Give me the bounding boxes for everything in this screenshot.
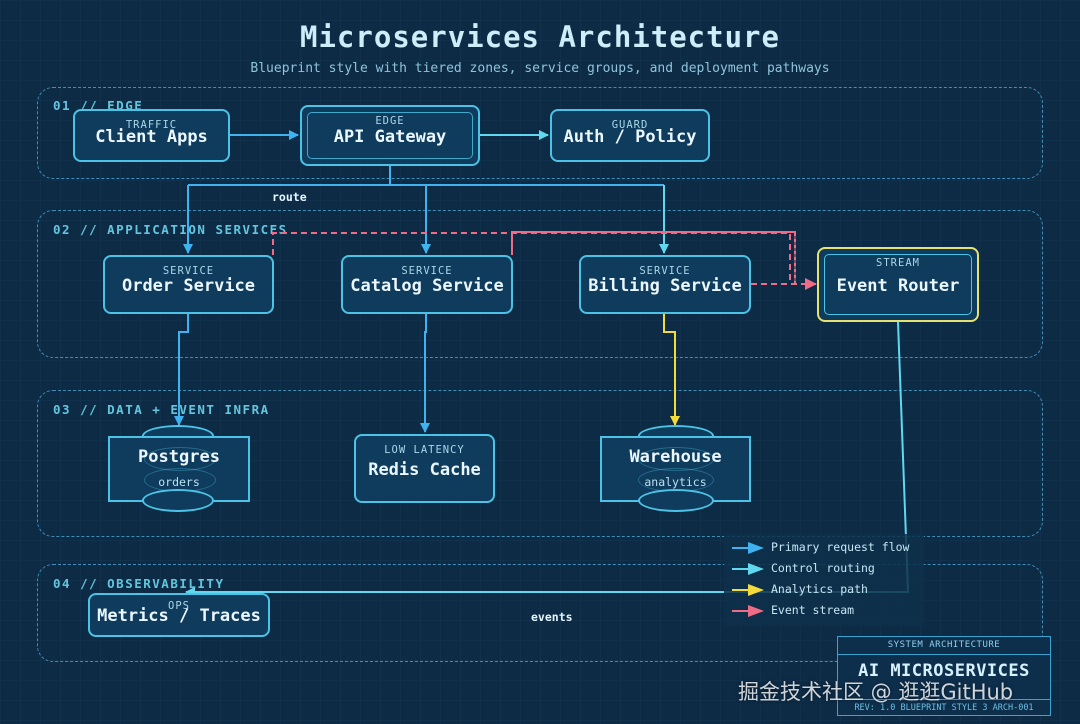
edge-catalog-to-router-event [511,231,796,284]
db-bottom-cap [142,489,214,512]
edge-gateway-route-trunk [188,166,664,186]
zone-application-services [37,210,1043,358]
node-name: Billing Service [588,276,742,296]
title-block-main: AI MICROSERVICES [858,661,1030,681]
zone-label-observability: 04 // OBSERVABILITY [53,576,225,591]
node-name: Order Service [121,276,256,296]
db-sublabel: analytics [644,475,707,489]
node-api-gateway[interactable]: EDGE API Gateway [300,105,480,166]
edge-label-events: events [531,610,573,624]
arrow-icon [732,563,764,575]
zone-edge [37,87,1043,179]
db-bottom-cap [638,489,714,512]
node-redis-cache[interactable]: LOW LATENCY Redis Cache [354,434,495,503]
node-kicker: OPS [168,600,190,612]
node-kicker: SERVICE [639,265,691,277]
node-name: API Gateway [333,127,447,147]
watermark: 掘金技术社区 @ 逛逛GitHub [738,680,1014,704]
legend-item-control: Control routing [724,560,924,578]
node-postgres[interactable]: Postgres orders [108,425,250,513]
node-name: Client Apps [95,127,208,147]
zone-data-infra [37,390,1043,537]
arrow-icon [732,542,764,554]
node-catalog-service[interactable]: SERVICE Catalog Service [341,255,513,314]
node-billing-service[interactable]: SERVICE Billing Service [579,255,751,314]
legend-label: Event stream [771,603,855,617]
node-warehouse[interactable]: Warehouse analytics [600,425,751,513]
node-kicker: TRAFFIC [125,119,178,131]
edge-billing-to-warehouse [663,314,680,426]
node-kicker: SERVICE [162,265,215,277]
node-name: Event Router [836,276,960,296]
node-kicker: GUARD [611,119,649,131]
title-block: SYSTEM ARCHITECTURE AI MICROSERVICES REV… [837,636,1051,716]
legend-label: Control routing [771,561,875,575]
db-name: Postgres [138,447,220,467]
diagram-title: Microservices Architecture [300,20,780,54]
node-name: Catalog Service [350,276,504,296]
legend-item-event: Event stream [724,602,924,620]
db-name: Warehouse [629,447,722,467]
edge-catalog-to-redis [420,314,430,433]
node-metrics-traces[interactable]: OPS Metrics / Traces [88,593,270,637]
node-name: Redis Cache [368,460,481,480]
title-block-header: SYSTEM ARCHITECTURE [838,637,1050,655]
arrow-icon [732,584,764,596]
title-block-footer: REV: 1.0 BLUEPRINT STYLE 3 ARCH-001 [838,699,1050,716]
node-kicker: EDGE [375,115,405,127]
legend-label: Analytics path [771,582,868,596]
diagram-subtitle: Blueprint style with tiered zones, servi… [250,61,830,76]
node-name: Metrics / Traces [97,606,261,626]
node-kicker: STREAM [876,257,920,269]
zone-observability [37,564,1043,662]
node-auth-policy[interactable]: GUARD Auth / Policy [550,109,710,162]
node-kicker: SERVICE [401,265,453,277]
node-name: Auth / Policy [563,127,697,147]
node-event-router[interactable]: STREAM Event Router [817,247,979,322]
legend-item-analytics: Analytics path [724,581,924,599]
arrow-icon [732,605,764,617]
edge-label-route: route [272,190,307,204]
zone-label-data-infra: 03 // DATA + EVENT INFRA [53,402,270,417]
db-sublabel: orders [158,475,200,489]
zone-label-application-services: 02 // APPLICATION SERVICES [53,222,288,237]
legend: Primary request flow Control routing Ana… [724,534,924,626]
edge-order-to-postgres [174,314,189,426]
node-kicker: LOW LATENCY [384,444,465,456]
node-client-apps[interactable]: TRAFFIC Client Apps [73,109,230,162]
legend-label: Primary request flow [771,540,910,554]
legend-item-primary: Primary request flow [724,539,924,557]
node-order-service[interactable]: SERVICE Order Service [103,255,274,314]
